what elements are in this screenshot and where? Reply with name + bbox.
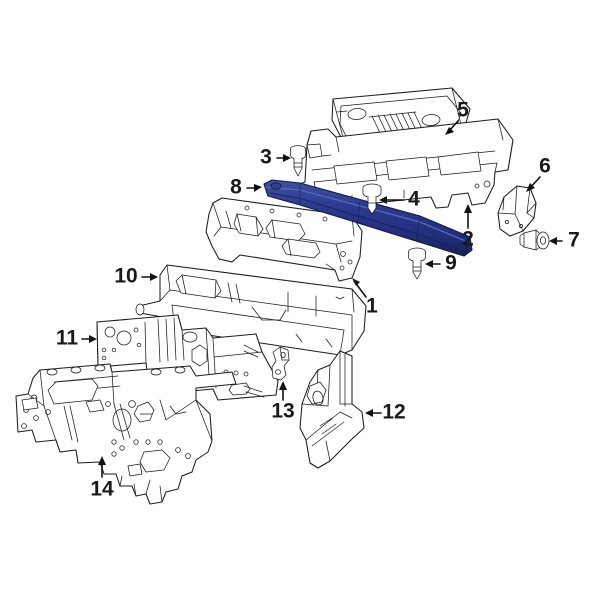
callout-leader-6 bbox=[526, 176, 541, 192]
part-push-pin-retainer-3 bbox=[290, 145, 306, 177]
callout-leader-10 bbox=[141, 273, 158, 281]
callout-number-2: 2 bbox=[462, 228, 474, 251]
callout-number-5: 5 bbox=[457, 99, 469, 122]
callout-number-10: 10 bbox=[114, 265, 137, 288]
callout-number-12: 12 bbox=[382, 401, 405, 424]
callout-number-7: 7 bbox=[568, 229, 580, 252]
callout-leader-4 bbox=[379, 196, 405, 204]
callout-leader-7 bbox=[549, 237, 563, 245]
part-a-pillar-inner-reinforcement bbox=[299, 350, 365, 469]
part-plenum-upper-panel bbox=[296, 118, 514, 210]
callout-leader-12 bbox=[365, 409, 382, 417]
callout-leader-14 bbox=[98, 456, 106, 478]
part-push-pin-retainer-4 bbox=[362, 183, 382, 215]
callout-number-1: 1 bbox=[366, 295, 378, 318]
callout-number-11: 11 bbox=[56, 327, 79, 350]
callout-number-3: 3 bbox=[260, 146, 272, 169]
callout-number-6: 6 bbox=[539, 155, 551, 178]
callout-number-9: 9 bbox=[445, 252, 457, 275]
callout-leader-3 bbox=[276, 154, 291, 162]
callout-leader-8 bbox=[246, 184, 262, 192]
part-small-mounting-bracket bbox=[271, 346, 290, 381]
callout-number-4: 4 bbox=[408, 188, 420, 211]
part-cowl-top-reinforcement-bar-highlighted bbox=[263, 179, 473, 257]
callout-leader-11 bbox=[81, 335, 97, 343]
callout-number-13: 13 bbox=[271, 400, 294, 423]
callout-leaders bbox=[81, 120, 563, 478]
callout-leader-5 bbox=[445, 120, 459, 135]
callout-leader-9 bbox=[425, 260, 441, 268]
part-push-pin-retainer-9 bbox=[408, 247, 426, 280]
part-hex-flange-bolt bbox=[519, 229, 550, 251]
callout-numbers: 1 2 3 4 5 6 7 8 9 10 11 12 13 14 bbox=[56, 99, 580, 501]
part-cowl-side-bracket bbox=[497, 185, 537, 237]
part-dash-panel-lower bbox=[15, 363, 237, 505]
callout-number-8: 8 bbox=[230, 176, 242, 199]
callout-leader-13 bbox=[279, 381, 287, 401]
callout-leader-2 bbox=[464, 204, 472, 229]
callout-number-14: 14 bbox=[90, 478, 114, 501]
callout-leader-1 bbox=[352, 278, 367, 298]
